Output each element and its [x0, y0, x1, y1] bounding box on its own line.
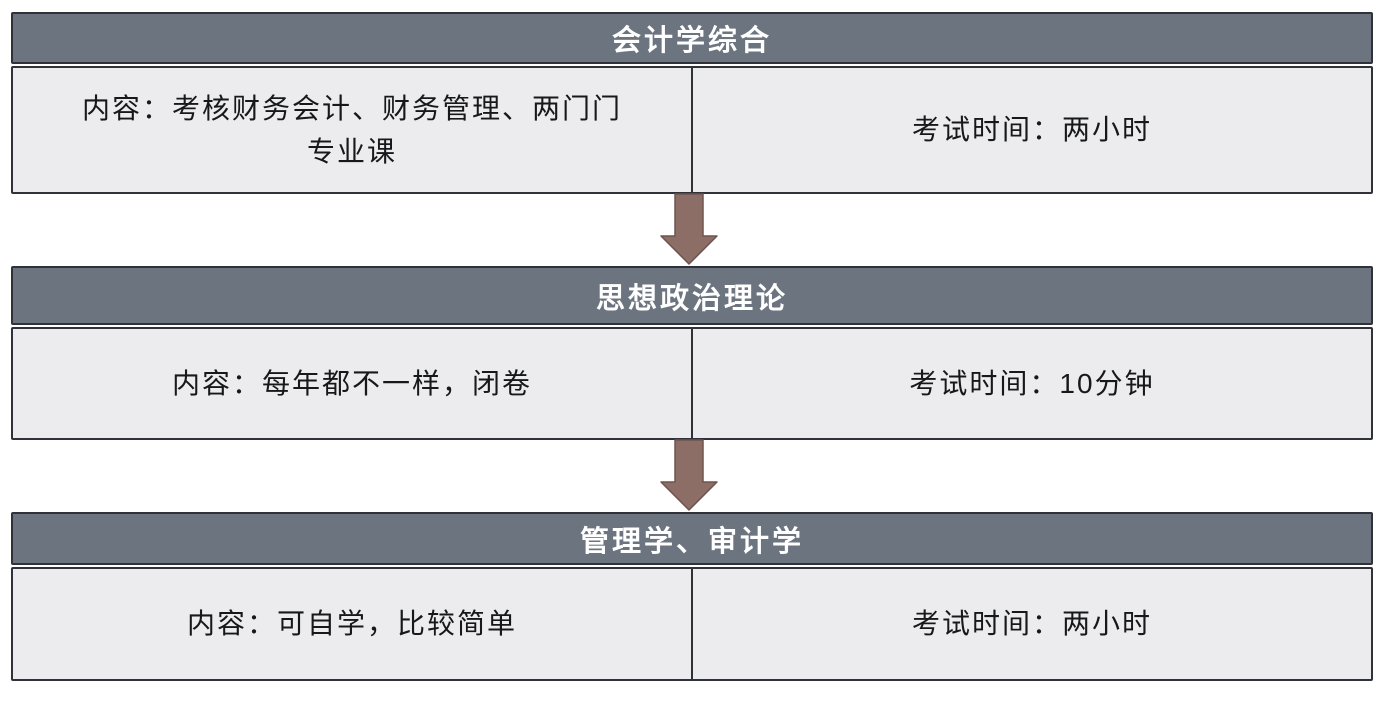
block-title: 思想政治理论: [595, 282, 788, 315]
down-arrow-icon: [660, 439, 718, 511]
exam-time-cell: 考试时间：10分钟: [693, 329, 1371, 438]
content-text: 内容：考核财务会计、财务管理、两门门 专业课: [81, 92, 622, 167]
down-arrow-icon: [660, 193, 718, 265]
content-cell: 内容：可自学，比较简单: [13, 569, 693, 679]
block-title-bar: 思想政治理论: [11, 266, 1373, 325]
block-title: 管理学、审计学: [579, 525, 804, 558]
exam-time-cell: 考试时间：两小时: [693, 569, 1371, 679]
arrow-row: [11, 439, 1373, 512]
block-political-theory: 思想政治理论 内容：每年都不一样，闭卷 考试时间：10分钟: [11, 266, 1373, 440]
content-text: 内容：每年都不一样，闭卷: [171, 367, 532, 399]
exam-time-text: 考试时间：10分钟: [909, 367, 1155, 399]
block-title: 会计学综合: [611, 25, 772, 57]
block-management-auditing: 管理学、审计学 内容：可自学，比较简单 考试时间：两小时: [11, 512, 1373, 681]
exam-time-cell: 考试时间：两小时: [693, 68, 1371, 192]
content-text: 内容：可自学，比较简单: [186, 608, 517, 640]
block-body: 内容：每年都不一样，闭卷 考试时间：10分钟: [11, 327, 1373, 440]
block-title-bar: 会计学综合: [11, 12, 1373, 64]
block-accounting-comprehensive: 会计学综合 内容：考核财务会计、财务管理、两门门 专业课 考试时间：两小时: [11, 12, 1373, 194]
exam-time-text: 考试时间：两小时: [911, 114, 1152, 146]
block-body: 内容：可自学，比较简单 考试时间：两小时: [11, 567, 1373, 681]
block-body: 内容：考核财务会计、财务管理、两门门 专业课 考试时间：两小时: [11, 66, 1373, 194]
content-cell: 内容：考核财务会计、财务管理、两门门 专业课: [13, 68, 693, 192]
exam-time-text: 考试时间：两小时: [911, 608, 1152, 640]
content-cell: 内容：每年都不一样，闭卷: [13, 329, 693, 438]
block-title-bar: 管理学、审计学: [11, 512, 1373, 565]
arrow-row: [11, 193, 1373, 266]
